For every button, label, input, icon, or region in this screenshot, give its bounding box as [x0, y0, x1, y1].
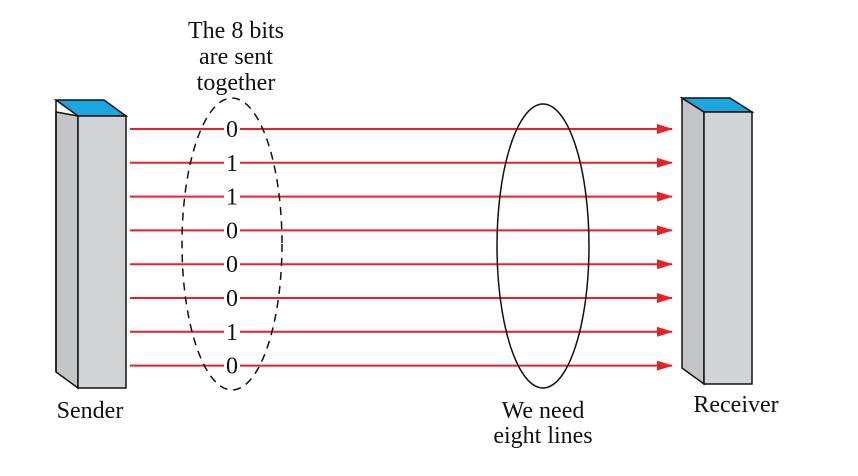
receiver-device — [679, 96, 755, 386]
bit-value-7: 1 — [226, 320, 238, 346]
sender-label: Sender — [57, 398, 124, 424]
bit-value-4: 0 — [226, 218, 238, 244]
lines-note-line-2: eight lines — [493, 423, 592, 449]
bit-label-background-5 — [224, 253, 240, 276]
bit-value-8: 0 — [226, 354, 238, 380]
bit-value-6: 0 — [226, 286, 238, 312]
bits-caption: The 8 bits are sent together — [188, 18, 284, 96]
transmission-lines — [130, 124, 673, 371]
sender-side-face — [55, 111, 79, 390]
bit-label-background-4 — [224, 219, 240, 242]
bits-caption-line-1: The 8 bits — [188, 18, 284, 44]
bit-label-background-6 — [224, 287, 240, 309]
bit-value-3: 1 — [226, 185, 238, 211]
sender-front-face — [77, 115, 127, 389]
receiver-front-face — [703, 111, 753, 385]
sender-device — [53, 99, 129, 390]
bit-values: 0 1 1 0 0 0 1 0 — [224, 117, 240, 380]
bits-caption-line-3: together — [197, 70, 276, 96]
bit-value-2: 1 — [226, 151, 238, 177]
receiver-label: Receiver — [693, 392, 778, 418]
bit-label-background-1 — [224, 118, 240, 140]
bits-caption-line-2: are sent — [199, 44, 273, 70]
bit-value-5: 0 — [226, 252, 238, 278]
lines-note: We need eight lines — [493, 398, 592, 449]
bit-label-background-8 — [224, 354, 240, 377]
bit-value-1: 0 — [226, 117, 238, 143]
bits-group-ellipse — [181, 97, 283, 391]
receiver-side-face — [681, 96, 705, 386]
bit-label-background-2 — [224, 151, 240, 174]
lines-note-line-1: We need — [502, 398, 585, 424]
lines-group-ellipse — [496, 103, 590, 389]
bit-label-background-7 — [224, 320, 240, 343]
bit-label-background-3 — [224, 185, 240, 208]
